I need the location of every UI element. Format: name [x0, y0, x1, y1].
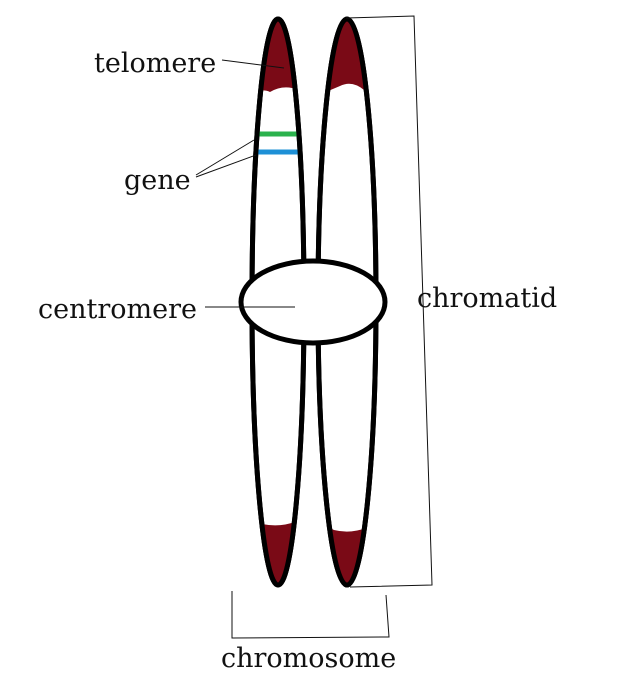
gene-label: gene — [124, 165, 191, 196]
right-bottom-telomere — [318, 520, 376, 585]
left-bottom-telomere — [252, 518, 304, 585]
gene-leader-line-upper — [195, 139, 255, 176]
chromatid-bracket — [345, 15, 433, 588]
centromere-label: centromere — [38, 294, 197, 325]
right-top-telomere — [318, 19, 376, 96]
gene-leader-line-lower — [195, 154, 257, 178]
telomere-label: telomere — [94, 48, 216, 79]
chromosome-label: chromosome — [221, 643, 396, 674]
chromosome-bracket — [231, 591, 390, 639]
telomere-leader-line — [221, 59, 285, 69]
chromatid-label: chromatid — [417, 283, 557, 314]
left-top-telomere — [252, 19, 304, 94]
centromere — [238, 258, 388, 346]
